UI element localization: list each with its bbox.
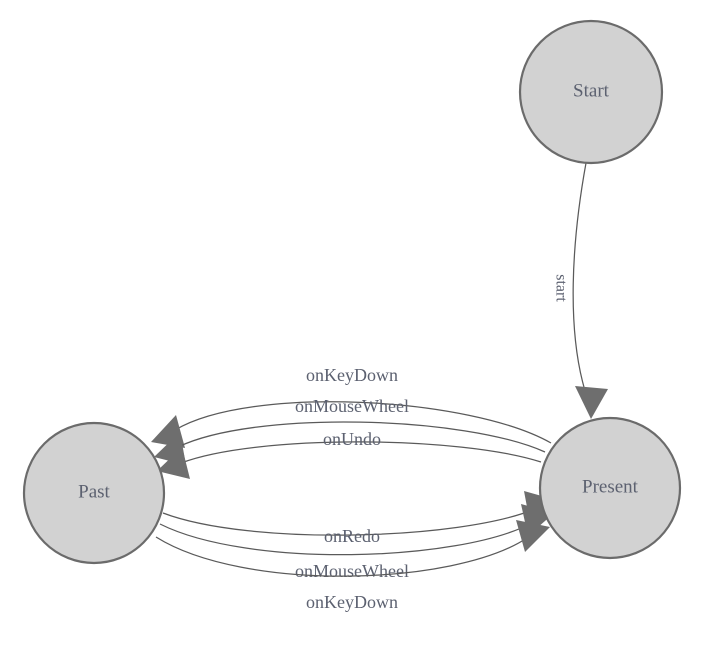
edge-present-to-past-onundo-path <box>180 441 542 464</box>
edge-present-to-past-onkeydown-path <box>174 401 552 444</box>
node-past-label: Past <box>78 481 110 502</box>
node-past-circle <box>22 421 166 565</box>
edge-start-to-present-arrowhead <box>575 386 608 419</box>
edge-start-to-present-path <box>572 162 587 395</box>
edge-past-to-present-onkeydown-arrowhead <box>516 520 550 552</box>
node-present-label: Present <box>582 476 639 497</box>
edge-label-past-present-onkeydown: onKeyDown <box>306 592 398 612</box>
edge-past-to-present-onredo[interactable]: onRedo <box>162 491 556 546</box>
node-start-label: Start <box>573 80 610 101</box>
edge-past-to-present-onredo-path <box>162 508 536 536</box>
edge-past-to-present-onmousewheel-path <box>159 522 533 556</box>
edge-past-to-present-onkeydown[interactable]: onKeyDown <box>155 520 550 612</box>
node-present[interactable]: Present <box>538 416 682 560</box>
edge-label-present-past-onmousewheel: onMouseWheel <box>295 396 409 416</box>
edge-label-present-past-onundo: onUndo <box>323 429 381 449</box>
edge-label-past-present-onmousewheel: onMouseWheel <box>295 561 409 581</box>
edge-present-to-past-onundo[interactable]: onUndo <box>157 429 542 479</box>
edge-label-past-present-onredo: onRedo <box>324 526 380 546</box>
node-start[interactable]: Start <box>518 19 664 165</box>
node-present-circle <box>538 416 682 560</box>
node-start-circle <box>518 19 664 165</box>
node-past[interactable]: Past <box>22 421 166 565</box>
edge-present-to-past-onmousewheel-path <box>177 421 546 453</box>
edge-label-start: start <box>552 274 569 302</box>
edge-start-to-present[interactable]: start <box>552 162 608 419</box>
edge-past-to-present-onkeydown-path <box>155 536 528 577</box>
edge-label-present-past-onkeydown: onKeyDown <box>306 365 398 385</box>
edge-present-to-past-onundo-arrowhead <box>157 447 190 479</box>
